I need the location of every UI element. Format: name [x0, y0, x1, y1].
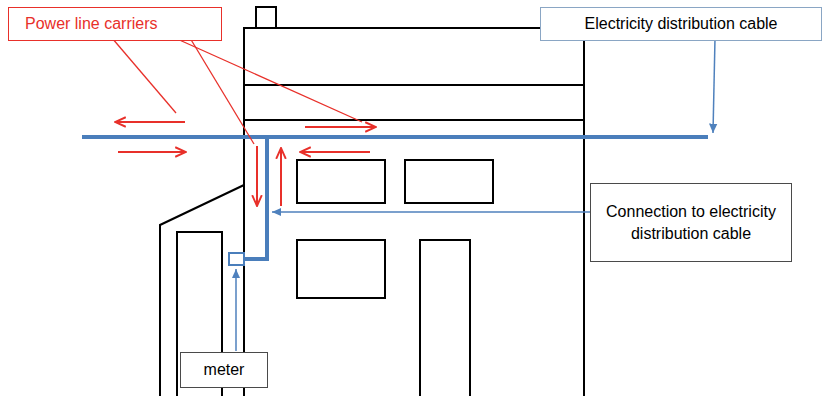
label-box: meter	[180, 352, 268, 388]
leader-line	[190, 38, 254, 144]
door	[420, 240, 470, 396]
leader-line	[272, 211, 590, 213]
leader-line	[713, 38, 715, 133]
house-line	[244, 84, 584, 86]
window	[297, 240, 385, 298]
carrier-arrow	[280, 148, 282, 206]
meter-symbol	[229, 253, 244, 265]
label-text: Electricity distribution cable	[585, 13, 778, 35]
leader-line	[235, 269, 237, 351]
chimney	[256, 7, 276, 28]
label-box: Electricity distribution cable	[540, 7, 822, 41]
carrier-arrow	[305, 126, 376, 128]
leader-line	[112, 38, 176, 113]
carrier-arrow	[300, 151, 370, 153]
distribution-cable	[82, 135, 708, 139]
house-line	[244, 119, 584, 121]
carrier-arrow	[118, 151, 186, 153]
label-box: Power line carriers	[8, 7, 222, 41]
window	[297, 160, 385, 203]
leader-line	[175, 38, 362, 122]
label-text: Connection to electricity distribution c…	[599, 201, 783, 244]
label-text: meter	[204, 359, 245, 381]
carrier-arrow	[115, 121, 185, 123]
label-box: Connection to electricity distribution c…	[590, 183, 792, 262]
label-text: Power line carriers	[25, 13, 157, 35]
window	[405, 160, 493, 203]
service-connection	[244, 137, 267, 259]
carrier-arrow	[256, 146, 258, 206]
